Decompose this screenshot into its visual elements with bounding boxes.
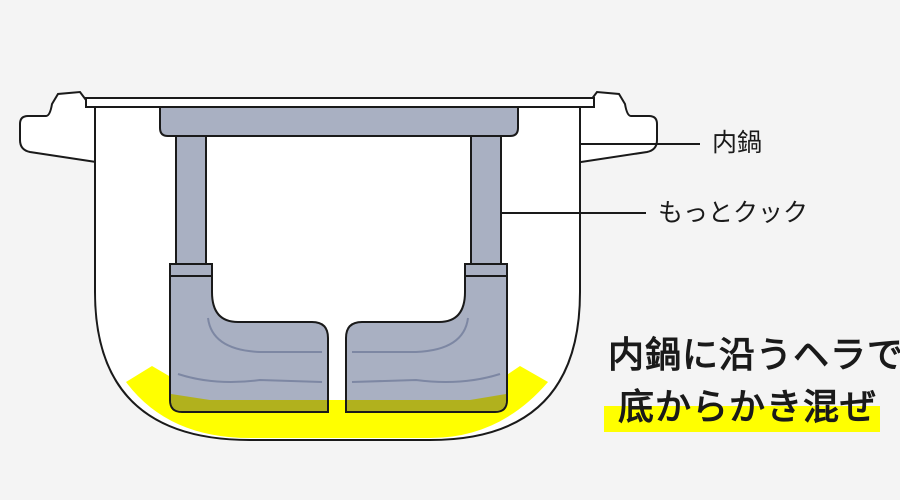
right-handle bbox=[557, 90, 658, 166]
left-arm-joint bbox=[169, 263, 213, 277]
right-paddle-groove-1 bbox=[352, 317, 469, 353]
left-paddle bbox=[169, 275, 329, 413]
left-paddle-groove-1 bbox=[207, 317, 322, 353]
lid-bar bbox=[85, 97, 595, 108]
inner-pot-label: 内鍋 bbox=[712, 128, 763, 157]
left-overlap bbox=[171, 394, 327, 411]
bottom-highlight-zone bbox=[126, 366, 548, 438]
caption-line-2: 底からかき混ぜ bbox=[618, 387, 878, 428]
accessory-top-plate bbox=[159, 106, 519, 137]
right-paddle-groove-2 bbox=[351, 373, 501, 383]
left-handle bbox=[19, 90, 120, 166]
left-arm bbox=[175, 135, 207, 265]
caption-highlight-bar bbox=[604, 406, 880, 432]
right-paddle bbox=[345, 275, 508, 413]
accessory-label: もっとクック bbox=[658, 198, 809, 227]
right-arm bbox=[470, 135, 502, 265]
caption-line-1: 内鍋に沿うヘラで bbox=[608, 335, 900, 376]
right-arm-joint bbox=[464, 263, 508, 277]
left-paddle-groove-2 bbox=[177, 373, 323, 383]
right-overlap bbox=[347, 394, 506, 411]
